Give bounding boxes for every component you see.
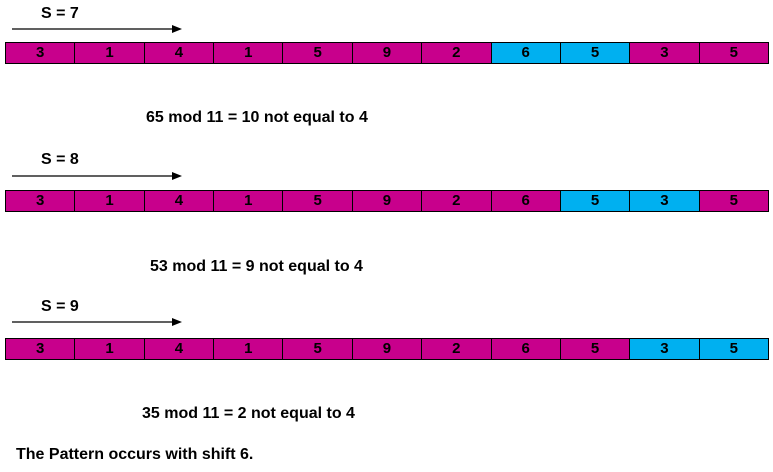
array-cell: 2 (422, 43, 492, 63)
array-cell: 2 (422, 191, 492, 211)
shift-arrow (12, 24, 182, 34)
window-cell: 5 (560, 43, 631, 63)
array-cell: 1 (214, 191, 284, 211)
window-cell: 3 (630, 339, 700, 359)
array-cell: 9 (352, 339, 423, 359)
array-cell: 5 (283, 191, 353, 211)
array-cell: 6 (491, 191, 561, 211)
hash-comparison-text: 65 mod 11 = 10 not equal to 4 (146, 109, 368, 126)
shift-label: S = 8 (41, 151, 79, 168)
array-cell: 1 (214, 339, 284, 359)
array-cell: 3 (6, 43, 76, 63)
array-cell: 2 (422, 339, 492, 359)
array-cell: 5 (699, 43, 768, 63)
array-cell: 1 (75, 43, 145, 63)
array-cell: 5 (283, 339, 353, 359)
shift-label: S = 9 (41, 298, 79, 315)
array-cell: 5 (283, 43, 353, 63)
window-cell: 5 (560, 191, 631, 211)
array-cell: 5 (699, 191, 768, 211)
shift-arrow (12, 171, 182, 181)
array-cell: 9 (352, 43, 423, 63)
array-cell: 4 (144, 43, 215, 63)
shift-arrow (12, 317, 182, 327)
array-cell: 9 (352, 191, 423, 211)
window-cell: 5 (699, 339, 768, 359)
array-cell: 1 (75, 339, 145, 359)
conclusion-text: The Pattern occurs with shift 6. (16, 446, 254, 463)
array-cell: 1 (75, 191, 145, 211)
hash-comparison-text: 35 mod 11 = 2 not equal to 4 (142, 405, 355, 422)
array-cell: 3 (6, 191, 76, 211)
array-cell: 5 (560, 339, 631, 359)
array-cell: 6 (491, 339, 561, 359)
array-cell: 4 (144, 191, 215, 211)
array-cell: 4 (144, 339, 215, 359)
shift-label: S = 7 (41, 5, 79, 22)
array-cell: 1 (214, 43, 284, 63)
array-cell: 3 (630, 43, 700, 63)
hash-comparison-text: 53 mod 11 = 9 not equal to 4 (150, 258, 363, 275)
window-cell: 6 (491, 43, 561, 63)
window-cell: 3 (630, 191, 700, 211)
array-cell: 3 (6, 339, 76, 359)
